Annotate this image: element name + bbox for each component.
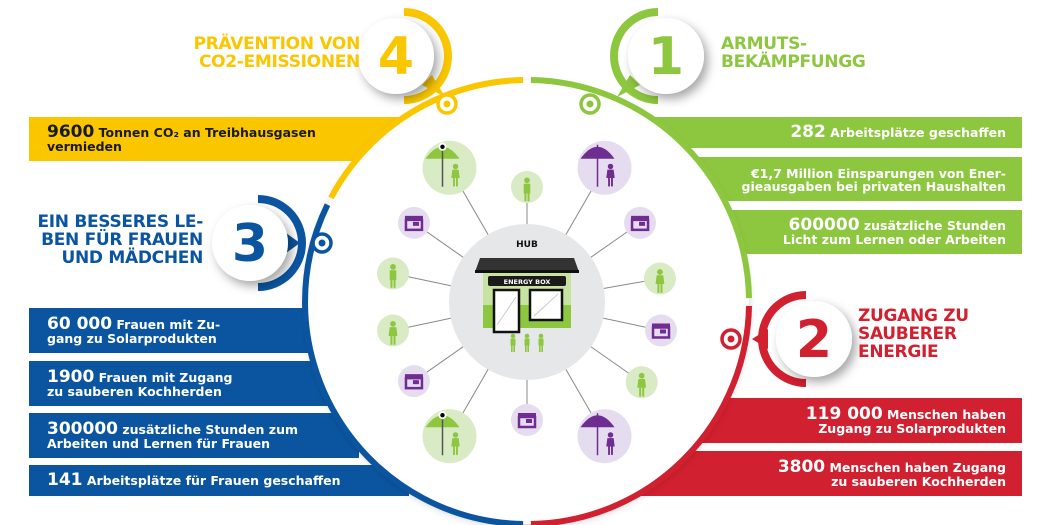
stat-value: 600000 — [788, 215, 860, 236]
heading-line: ARMUTS- — [721, 34, 807, 54]
marker-goal-4 — [436, 93, 458, 115]
stat-text: zusätzliche Stunden — [859, 218, 1006, 234]
stat-value: 282 — [790, 122, 826, 142]
stat-value: 9600 — [47, 122, 95, 143]
stat-text: Licht zum Lernen oder Arbeiten — [782, 232, 1006, 248]
stat-text: zu sauberen Kochherden — [831, 473, 1006, 489]
stat-band-women-cookstoves: 1900 Frauen mit Zugang zu sauberen Kochh… — [29, 361, 339, 406]
man-icon — [376, 257, 409, 290]
ring-arc-yellow — [328, 77, 524, 200]
stat-band-jobs: 282 Arbeitsplätze geschaffen — [640, 117, 1022, 148]
badge-goal-2: 2 — [752, 291, 852, 387]
shop-icon — [397, 365, 430, 398]
shop-icon — [511, 404, 543, 436]
umbrella-woman-icon — [422, 409, 477, 464]
ring-arc-blue — [302, 203, 524, 525]
marker-goal-1 — [579, 93, 601, 115]
woman-icon — [643, 262, 676, 295]
badge-goal-4: 4 — [358, 8, 452, 104]
stat-value: 60 000 — [47, 313, 113, 334]
nodes — [376, 140, 678, 464]
stat-text: Frauen mit Zugang — [94, 369, 233, 385]
ring-markers — [311, 93, 742, 350]
heading-line: BEN FÜR FRAUEN — [41, 229, 203, 250]
badge-number: 3 — [232, 214, 268, 274]
badge-goal-1: 1 — [610, 8, 704, 104]
stat-text: zusätzliche Stunden zum — [117, 421, 298, 437]
people-icon — [510, 333, 544, 352]
stat-value: 300000 — [47, 418, 118, 439]
hub-label: HUB — [516, 240, 538, 250]
woman-icon — [625, 366, 658, 399]
stat-text: Menschen haben Zugang — [825, 459, 1006, 475]
man-icon — [511, 171, 543, 203]
stat-text: Arbeitsplätze geschaffen — [825, 125, 1006, 140]
marker-goal-2 — [720, 328, 742, 350]
heading-line: ZUGANG ZU — [858, 306, 969, 326]
heading-line: PRÄVENTION VON — [193, 34, 361, 54]
stat-text: vermieden — [47, 139, 122, 155]
progress-ring — [302, 77, 752, 525]
stat-band-women-jobs: 141 Arbeitsplätze für Frauen geschaffen — [29, 465, 409, 496]
stat-value: 119 000 — [805, 403, 883, 424]
heading-goal-2: ZUGANG ZU SAUBERER ENERGIE — [858, 306, 969, 362]
shop-icon — [645, 314, 678, 347]
stat-text: zu sauberen Kochherden — [47, 383, 222, 399]
stat-value: 3800 — [777, 456, 826, 477]
heading-line: CO2-EMISSIONEN — [198, 51, 360, 72]
shop-icon — [624, 206, 657, 239]
woman-icon — [376, 314, 409, 347]
stat-text: Einsparungen von Ener- — [833, 165, 1006, 181]
stat-band-women-solar: 60 000 Frauen mit Zu- gang zu Solarprodu… — [29, 308, 329, 353]
ring-arc-red — [530, 305, 752, 525]
stat-band-co2: 9600 Tonnen CO₂ an Treibhausgasen vermie… — [29, 117, 409, 161]
stat-text: Zugang zu Solarprodukten — [818, 420, 1006, 436]
stat-band-women-hours: 300000 zusätzliche Stunden zum Arbeiten … — [29, 413, 359, 458]
stat-text: Frauen mit Zu- — [112, 316, 221, 332]
heading-line: UND MÄDCHEN — [61, 247, 204, 268]
stat-value: €1,7 Million — [750, 165, 834, 181]
energy-box-sign: ENERGY BOX — [504, 278, 551, 286]
stat-text: Arbeiten und Lernen für Frauen — [47, 435, 271, 451]
badge-number: 1 — [648, 27, 684, 87]
umbrella-woman-icon — [577, 409, 632, 464]
heading-goal-3: EIN BESSERES LE- BEN FÜR FRAUEN UND MÄDC… — [37, 212, 204, 268]
heading-line: SAUBERER — [858, 323, 957, 344]
umbrella-woman-icon — [577, 140, 632, 195]
stat-text: Tonnen CO₂ an Treibhausgasen — [94, 125, 316, 141]
stat-text: Arbeitsplätze für Frauen geschaffen — [82, 473, 341, 488]
stat-text: gieausgaben bei privaten Haushalten — [741, 178, 1007, 194]
badge-number: 4 — [378, 27, 414, 87]
ring-arc-green — [530, 77, 752, 299]
hub: HUB ENERGY BOX — [449, 224, 605, 380]
heading-line: BEKÄMPFUNGG — [721, 51, 866, 72]
stat-text: gang zu Solarprodukten — [47, 330, 217, 346]
badge-goal-3: 3 — [212, 195, 306, 291]
shop-roof — [475, 258, 579, 272]
stat-value: 1900 — [47, 366, 95, 387]
heading-line: EIN BESSERES LE- — [37, 212, 203, 232]
marker-goal-3 — [311, 232, 333, 254]
stat-value: 141 — [47, 470, 83, 490]
heading-line: ENERGIE — [858, 341, 939, 362]
stat-text: Menschen haben — [882, 406, 1006, 422]
badge-number: 2 — [796, 310, 832, 370]
stat-band-people-cookstoves: 3800 Menschen haben Zugang zu sauberen K… — [640, 451, 1022, 496]
shop-icon — [397, 206, 430, 239]
heading-goal-4: PRÄVENTION VON CO2-EMISSIONEN — [193, 34, 361, 72]
heading-goal-1: ARMUTS- BEKÄMPFUNGG — [721, 34, 866, 72]
umbrella-woman-icon — [422, 140, 477, 195]
